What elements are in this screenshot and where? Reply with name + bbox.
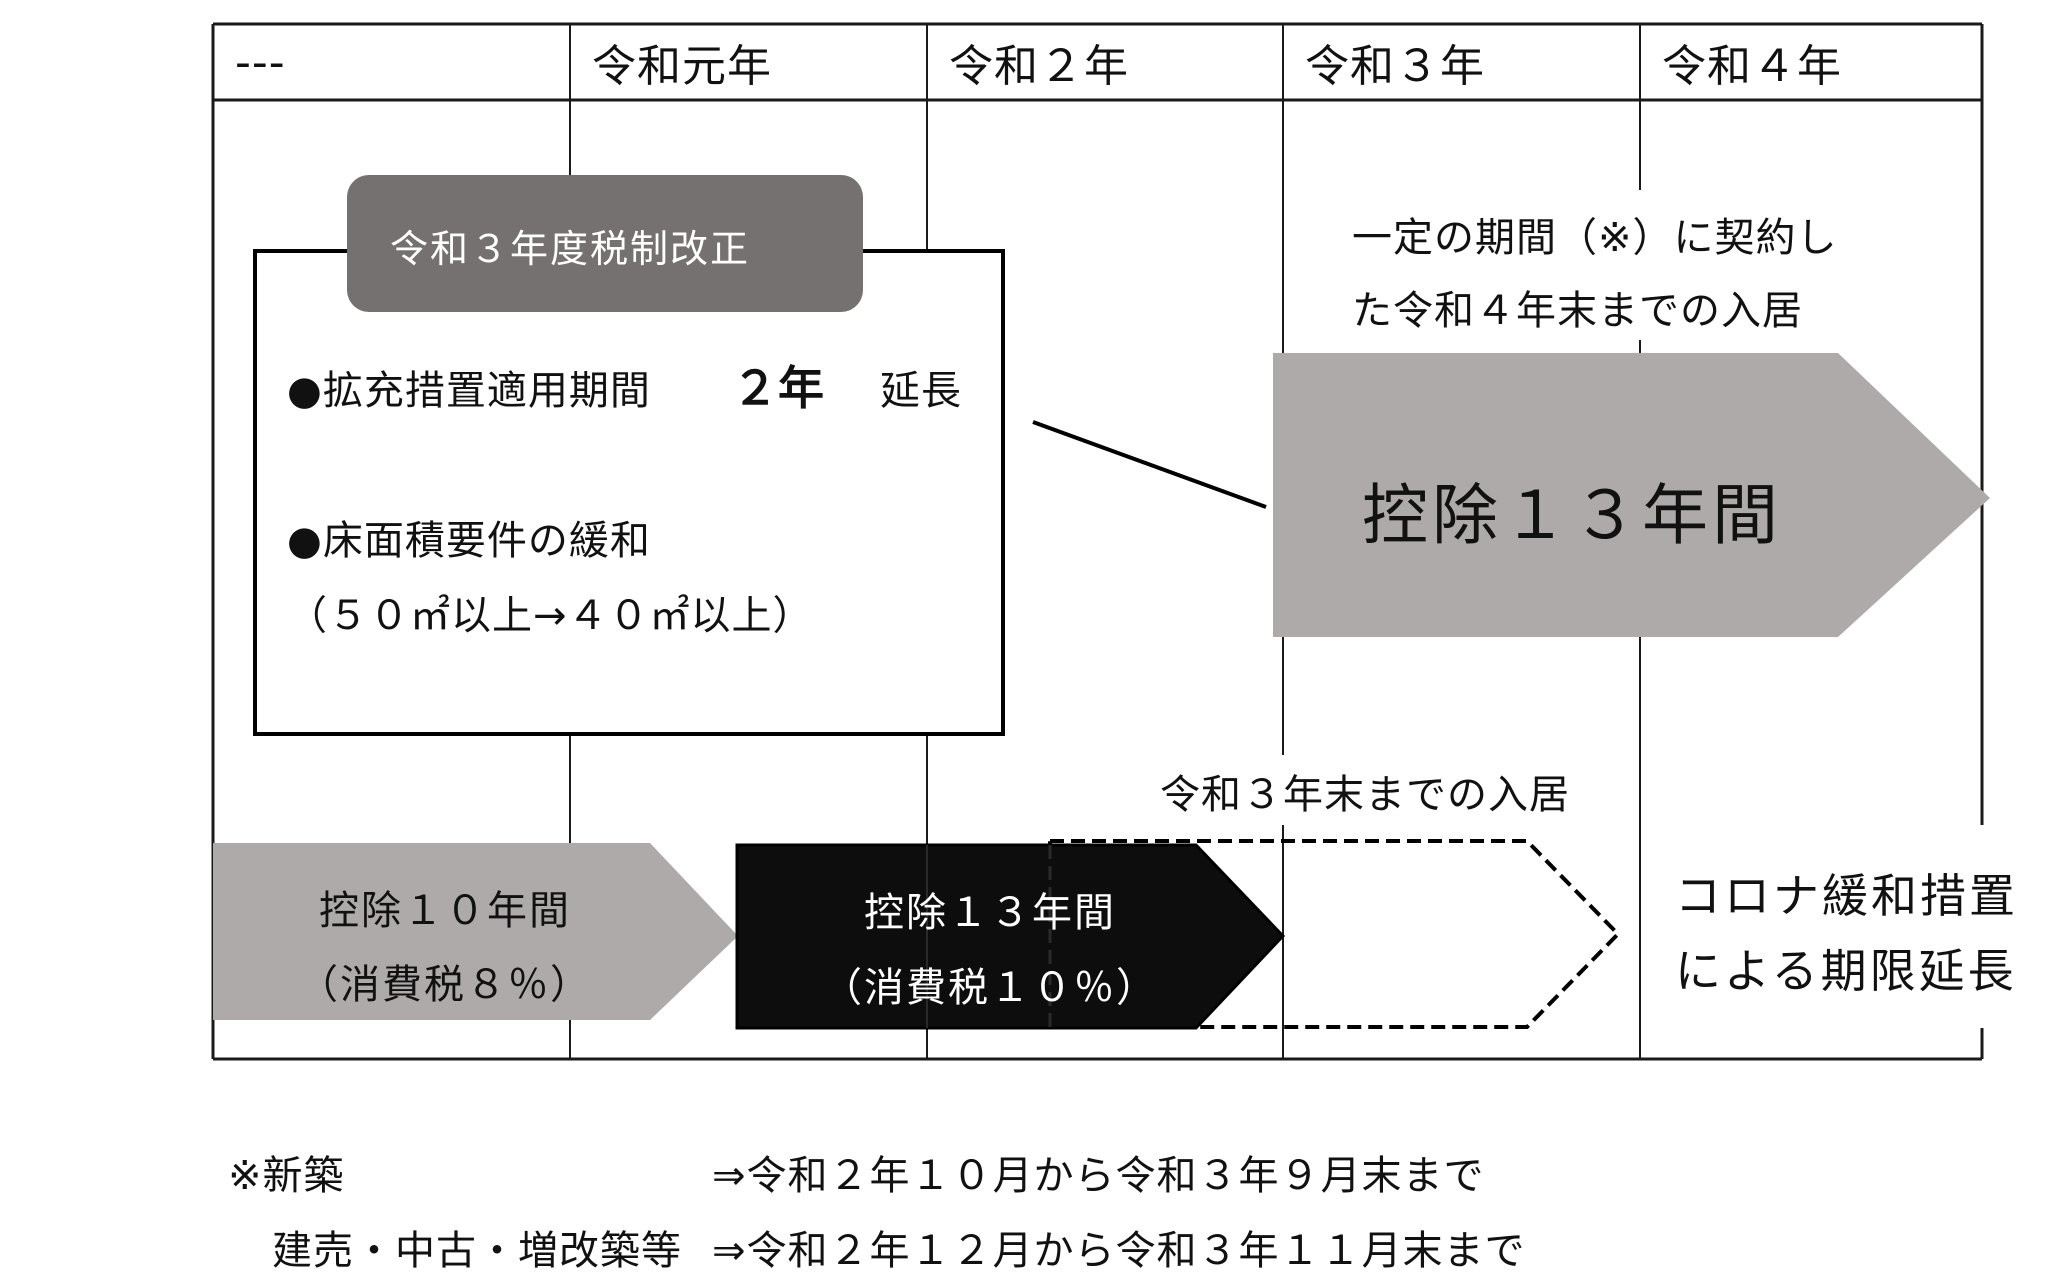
- arrow13-line1: 控除１３年間: [864, 890, 1116, 936]
- corona-line2: による期限延長: [1675, 944, 2017, 998]
- arrow10-line2: （消費税８％）: [298, 962, 592, 1008]
- arrow13-line2: （消費税１０％）: [822, 965, 1158, 1011]
- deduction-13yr-arrow: [735, 843, 1286, 1030]
- revision-item1-suffix: 延長: [880, 368, 962, 414]
- revision-item2-detail: （５０㎡以上→４０㎡以上）: [287, 593, 814, 639]
- revision-tab: [347, 175, 863, 312]
- revision-item1-value: ２年: [732, 361, 824, 415]
- revision-item1-label: ●拡充措置適用期間: [287, 368, 651, 414]
- extended-note-line2: た令和４年末までの入居: [1352, 288, 1803, 334]
- extended-arrow-label: 控除１３年間: [1362, 477, 1782, 554]
- extended-13yr-arrow: [1273, 353, 1990, 637]
- footnote-row1-value: ⇒令和２年１０月から令和３年９月末まで: [712, 1153, 1485, 1199]
- footnote-row2-value: ⇒令和２年１２月から令和３年１１月末まで: [712, 1228, 1526, 1274]
- footnote-row1-label: ※新築: [228, 1153, 345, 1199]
- header-cell-blank: ---: [235, 36, 286, 88]
- arrow10-line1: 控除１０年間: [319, 888, 571, 934]
- revision-box: [253, 249, 1005, 736]
- header-cell-reiwa-4: 令和４年: [1662, 41, 1842, 92]
- connector-line: [1032, 420, 1267, 509]
- header-cell-reiwa-3: 令和３年: [1305, 41, 1485, 92]
- corona-line1: コロナ緩和措置: [1675, 869, 2018, 923]
- header-cell-reiwa-2: 令和２年: [949, 41, 1129, 92]
- extended-note-line1: 一定の期間（※）に契約し: [1352, 215, 1838, 261]
- header-cell-reiwa-1: 令和元年: [592, 41, 772, 92]
- footnote-row2-label: 建売・中古・増改築等: [272, 1228, 682, 1274]
- dashed-arrow-note: 令和３年末までの入居: [1160, 772, 1570, 818]
- deduction-10yr-arrow: [213, 843, 738, 1020]
- revision-item2-label: ●床面積要件の緩和: [287, 518, 651, 564]
- revision-tab-label: 令和３年度税制改正: [390, 227, 751, 271]
